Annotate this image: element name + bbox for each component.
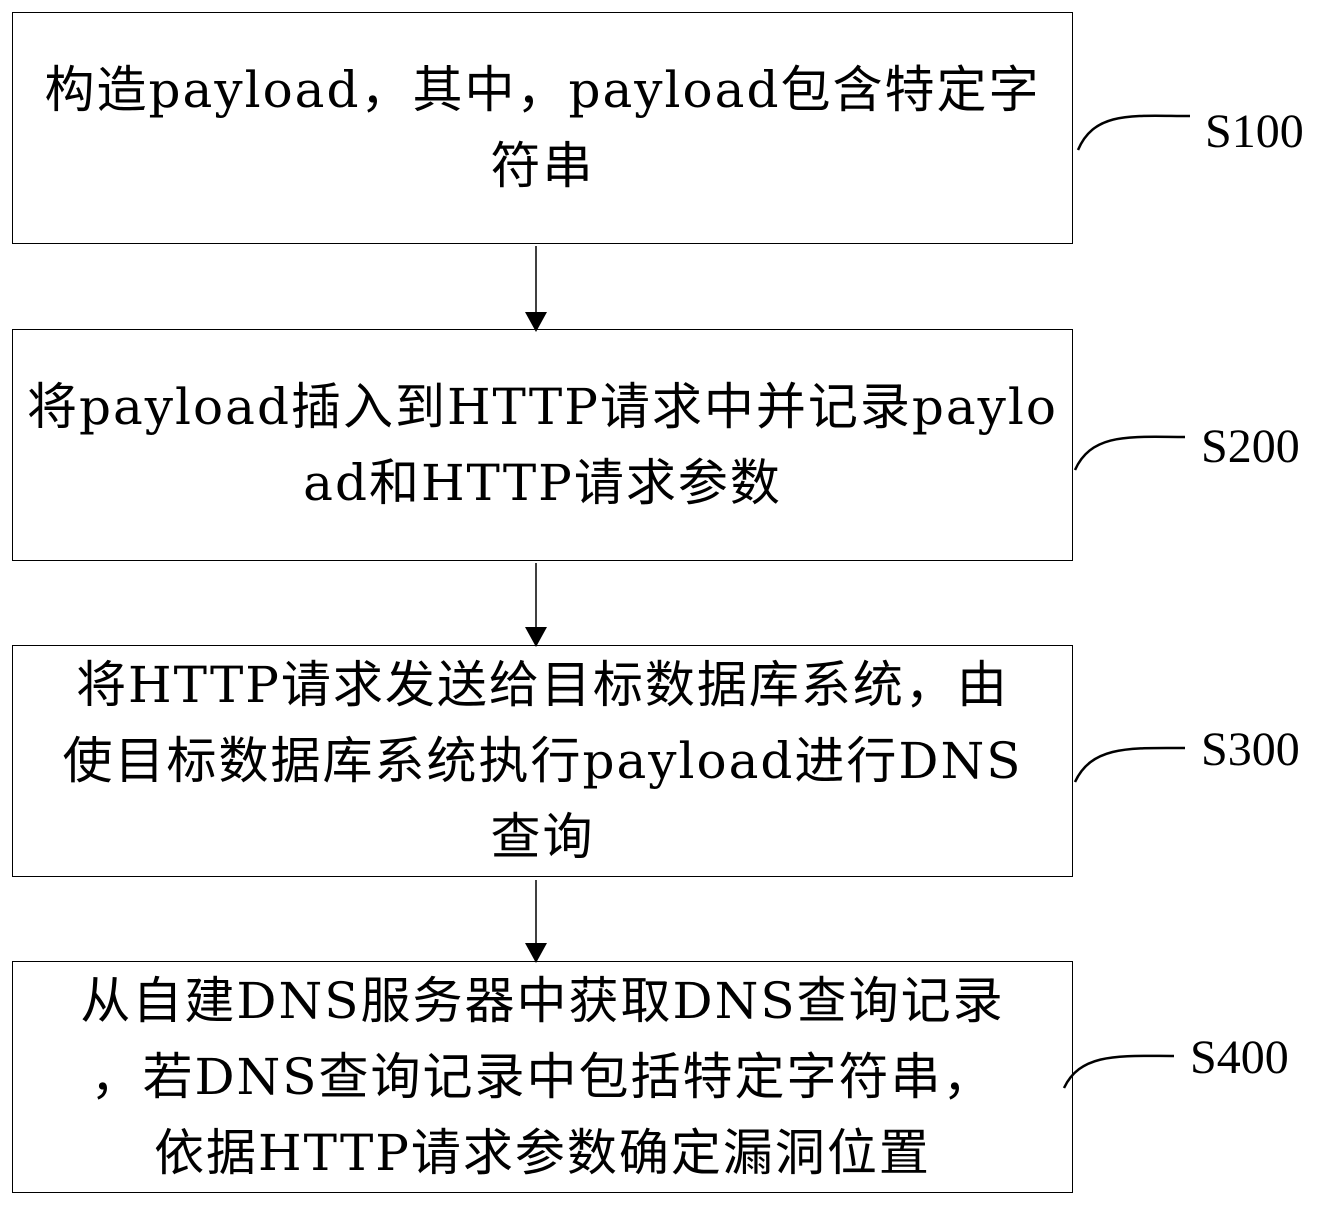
step-text-line: 从自建DNS服务器中获取DNS查询记录 [80, 972, 1005, 1030]
leader-line-s400 [1062, 1054, 1175, 1089]
step-text-line: 构造payload，其中，payload包含特定字 [44, 61, 1041, 119]
step-label-s300: S300 [1201, 723, 1300, 776]
arrow-s100-s200 [525, 246, 547, 332]
step-box-s100: 构造payload，其中，payload包含特定字 符串 [12, 12, 1073, 244]
step-label-s200: S200 [1201, 420, 1300, 473]
step-text-line: 依据HTTP请求参数确定漏洞位置 [154, 1124, 931, 1182]
step-text-line: 将payload插入到HTTP请求中并记录paylo [26, 378, 1058, 436]
step-label-s100: S100 [1205, 105, 1304, 158]
leader-line-s300 [1073, 746, 1186, 783]
leader-line-s200 [1073, 435, 1186, 471]
step-text-line: 将HTTP请求发送给目标数据库系统，由 [76, 656, 1009, 714]
step-box-s200: 将payload插入到HTTP请求中并记录paylo ad和HTTP请求参数 [12, 329, 1073, 561]
step-text-line: 符串 [490, 137, 595, 195]
arrow-s300-s400 [525, 880, 547, 963]
step-text-line: 查询 [490, 808, 595, 866]
step-label-s400: S400 [1190, 1031, 1289, 1084]
leader-line-s100 [1076, 114, 1191, 151]
arrow-s200-s300 [525, 563, 547, 647]
step-text-line: ，若DNS查询记录中包括特定字符串， [90, 1048, 995, 1106]
step-text-line: 使目标数据库系统执行payload进行DNS [62, 732, 1023, 790]
step-box-s400: 从自建DNS服务器中获取DNS查询记录 ，若DNS查询记录中包括特定字符串， 依… [12, 961, 1073, 1193]
step-box-s300: 将HTTP请求发送给目标数据库系统，由 使目标数据库系统执行payload进行D… [12, 645, 1073, 877]
step-text-line: ad和HTTP请求参数 [303, 454, 782, 512]
